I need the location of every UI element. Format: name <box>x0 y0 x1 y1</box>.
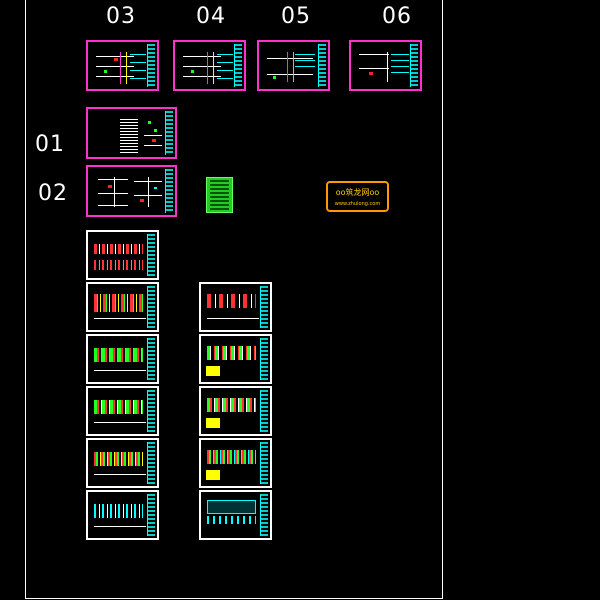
title-block <box>260 390 268 432</box>
title-block <box>165 111 173 155</box>
column-label-05: 05 <box>281 4 311 29</box>
floor-plan-sheet[interactable] <box>199 282 272 332</box>
title-block <box>260 494 268 536</box>
title-block <box>147 390 155 432</box>
stamp-line1: oo筑龙网oo <box>335 188 380 197</box>
floor-plan-sheet[interactable] <box>86 334 159 384</box>
title-block <box>147 286 155 328</box>
sheet-06[interactable] <box>349 40 422 91</box>
sheet-drawing <box>94 115 162 153</box>
floor-plan-sheet[interactable] <box>86 230 159 280</box>
stamp-line2: www.zhulong.com <box>334 201 381 207</box>
title-block <box>147 234 155 276</box>
title-block <box>260 338 268 380</box>
column-label-06: 06 <box>382 4 412 29</box>
watermark-stamp: oo筑龙网oo www.zhulong.com <box>326 181 389 212</box>
title-block <box>147 494 155 536</box>
sheet-drawing <box>357 48 409 83</box>
legend-sheet[interactable] <box>206 177 233 213</box>
sheet-02[interactable] <box>86 165 177 217</box>
title-block <box>260 286 268 328</box>
sheet-drawing <box>94 173 162 209</box>
floor-plan-sheet[interactable] <box>86 386 159 436</box>
floor-plan-sheet[interactable] <box>86 438 159 488</box>
title-block <box>234 44 242 87</box>
floor-plan-sheet[interactable] <box>199 386 272 436</box>
floor-plan-sheet[interactable] <box>86 282 159 332</box>
sheet-drawing <box>265 48 315 83</box>
row-label-01: 01 <box>35 132 65 157</box>
sheet-drawing <box>94 48 146 84</box>
title-block <box>147 44 155 87</box>
title-block <box>410 44 418 87</box>
sheet-03[interactable] <box>86 40 159 91</box>
title-block <box>260 442 268 484</box>
floor-plan-sheet[interactable] <box>86 490 159 540</box>
column-label-03: 03 <box>106 4 136 29</box>
sheet-04[interactable] <box>173 40 246 91</box>
floor-plan-sheet[interactable] <box>199 334 272 384</box>
title-block <box>147 442 155 484</box>
title-block <box>147 338 155 380</box>
drawing-frame <box>25 0 443 599</box>
sheet-01[interactable] <box>86 107 177 159</box>
column-label-04: 04 <box>196 4 226 29</box>
sheet-05[interactable] <box>257 40 330 91</box>
row-label-02: 02 <box>38 181 68 206</box>
title-block <box>318 44 326 87</box>
floor-plan-sheet[interactable] <box>199 438 272 488</box>
floor-plan-sheet[interactable] <box>199 490 272 540</box>
title-block <box>165 169 173 213</box>
sheet-drawing <box>181 48 233 84</box>
